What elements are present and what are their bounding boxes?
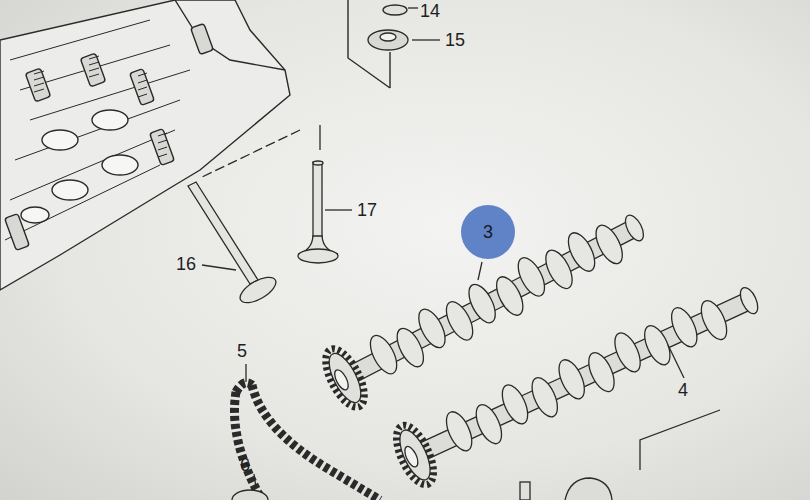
highlight-circle: 3 (461, 205, 515, 259)
callout-number: 3 (483, 223, 493, 241)
leader-line (202, 265, 236, 270)
callout-number: 17 (357, 201, 377, 219)
callout-number: 16 (176, 255, 196, 273)
leader-line (668, 345, 684, 378)
intake-valve (188, 182, 280, 308)
leader-line (325, 209, 352, 210)
leader-line (408, 7, 418, 8)
axis-line (200, 130, 300, 178)
bracket-line (640, 410, 720, 470)
leader-line (478, 262, 482, 280)
callout-number: 4 (678, 381, 688, 399)
bolt (520, 482, 530, 500)
callout-number: 15 (445, 31, 465, 49)
leader-line (254, 474, 256, 488)
intake-camshaft (318, 196, 656, 413)
callout-number: 14 (420, 2, 440, 20)
leader-line (245, 364, 246, 382)
axis-line (319, 125, 320, 150)
timing-chain (234, 383, 380, 500)
bracket-line (389, 52, 390, 88)
exhaust-camshaft (389, 269, 769, 490)
callout-number: 6 (240, 456, 250, 474)
callout-number: 5 (237, 342, 247, 360)
leader-line (412, 39, 440, 40)
exhaust-valve (298, 161, 338, 263)
valve-cotter (383, 5, 407, 15)
bearing-cap (565, 478, 612, 500)
chain-tensioner (232, 490, 268, 500)
cylinder-head (0, 0, 290, 290)
spring-seat (368, 30, 408, 50)
